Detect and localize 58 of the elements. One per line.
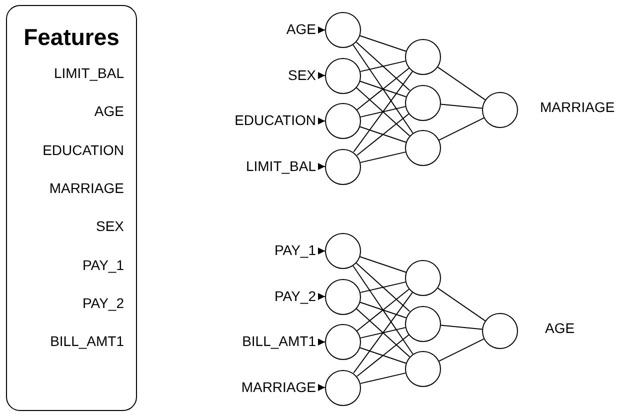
connection-line [356,262,410,312]
input-label: PAY_2 [274,286,316,304]
arrow [318,72,326,79]
connection-line [438,338,484,362]
feature-name: AGE [94,102,124,120]
input-label: MARRIAGE [241,378,316,396]
feature-name: LIMIT_BAL [54,64,124,82]
connection-line [356,68,410,110]
output-label: MARRIAGE [540,98,615,116]
connection-line [356,87,410,136]
output-label: AGE [545,319,575,337]
connection-line [437,66,486,100]
features-panel [6,5,137,411]
panel-heading: Features [22,23,120,52]
feature-name: EDUCATION [42,140,124,159]
connection-line [360,152,406,163]
arrow [318,384,326,391]
input-label: LIMIT_BAL [246,156,316,174]
connection-line [438,117,484,141]
connection-line [360,256,406,273]
arrow [318,163,326,170]
input-label: EDUCATION [234,111,316,129]
connection-line [360,282,406,293]
connection-line [360,327,406,338]
arrow [318,293,326,300]
arrow [318,248,326,254]
input-label: PAY_1 [274,241,316,259]
connection-line [356,288,410,332]
connection-line [360,302,406,318]
connection-line [360,372,406,384]
feature-name: PAY_2 [82,294,124,312]
connection-line [440,104,483,109]
arrow [318,118,326,124]
connection-line [356,308,410,358]
feature-name: MARRIAGE [49,178,124,197]
arrow [318,338,326,346]
connection-line [352,44,414,134]
connection-line [360,60,406,72]
connection-line [437,288,486,322]
input-label: SEX [288,66,316,84]
feature-name: BILL_AMT1 [50,332,124,350]
connection-line [440,324,483,330]
connection-line [353,292,413,374]
connection-line [360,126,406,143]
connection-line [353,71,413,152]
input-label: BILL_AMT1 [242,332,316,350]
connection-line [360,35,406,52]
connection-line [360,80,406,98]
connection-line [360,106,406,118]
connection-line [356,42,410,91]
arrow [318,26,326,34]
connection-line [360,347,406,364]
feature-name: SEX [96,217,124,236]
connection-line [356,113,410,156]
feature-name: PAY_1 [82,256,124,274]
connection-line [356,334,410,377]
input-label: AGE [286,20,316,38]
connection-line [352,265,414,355]
